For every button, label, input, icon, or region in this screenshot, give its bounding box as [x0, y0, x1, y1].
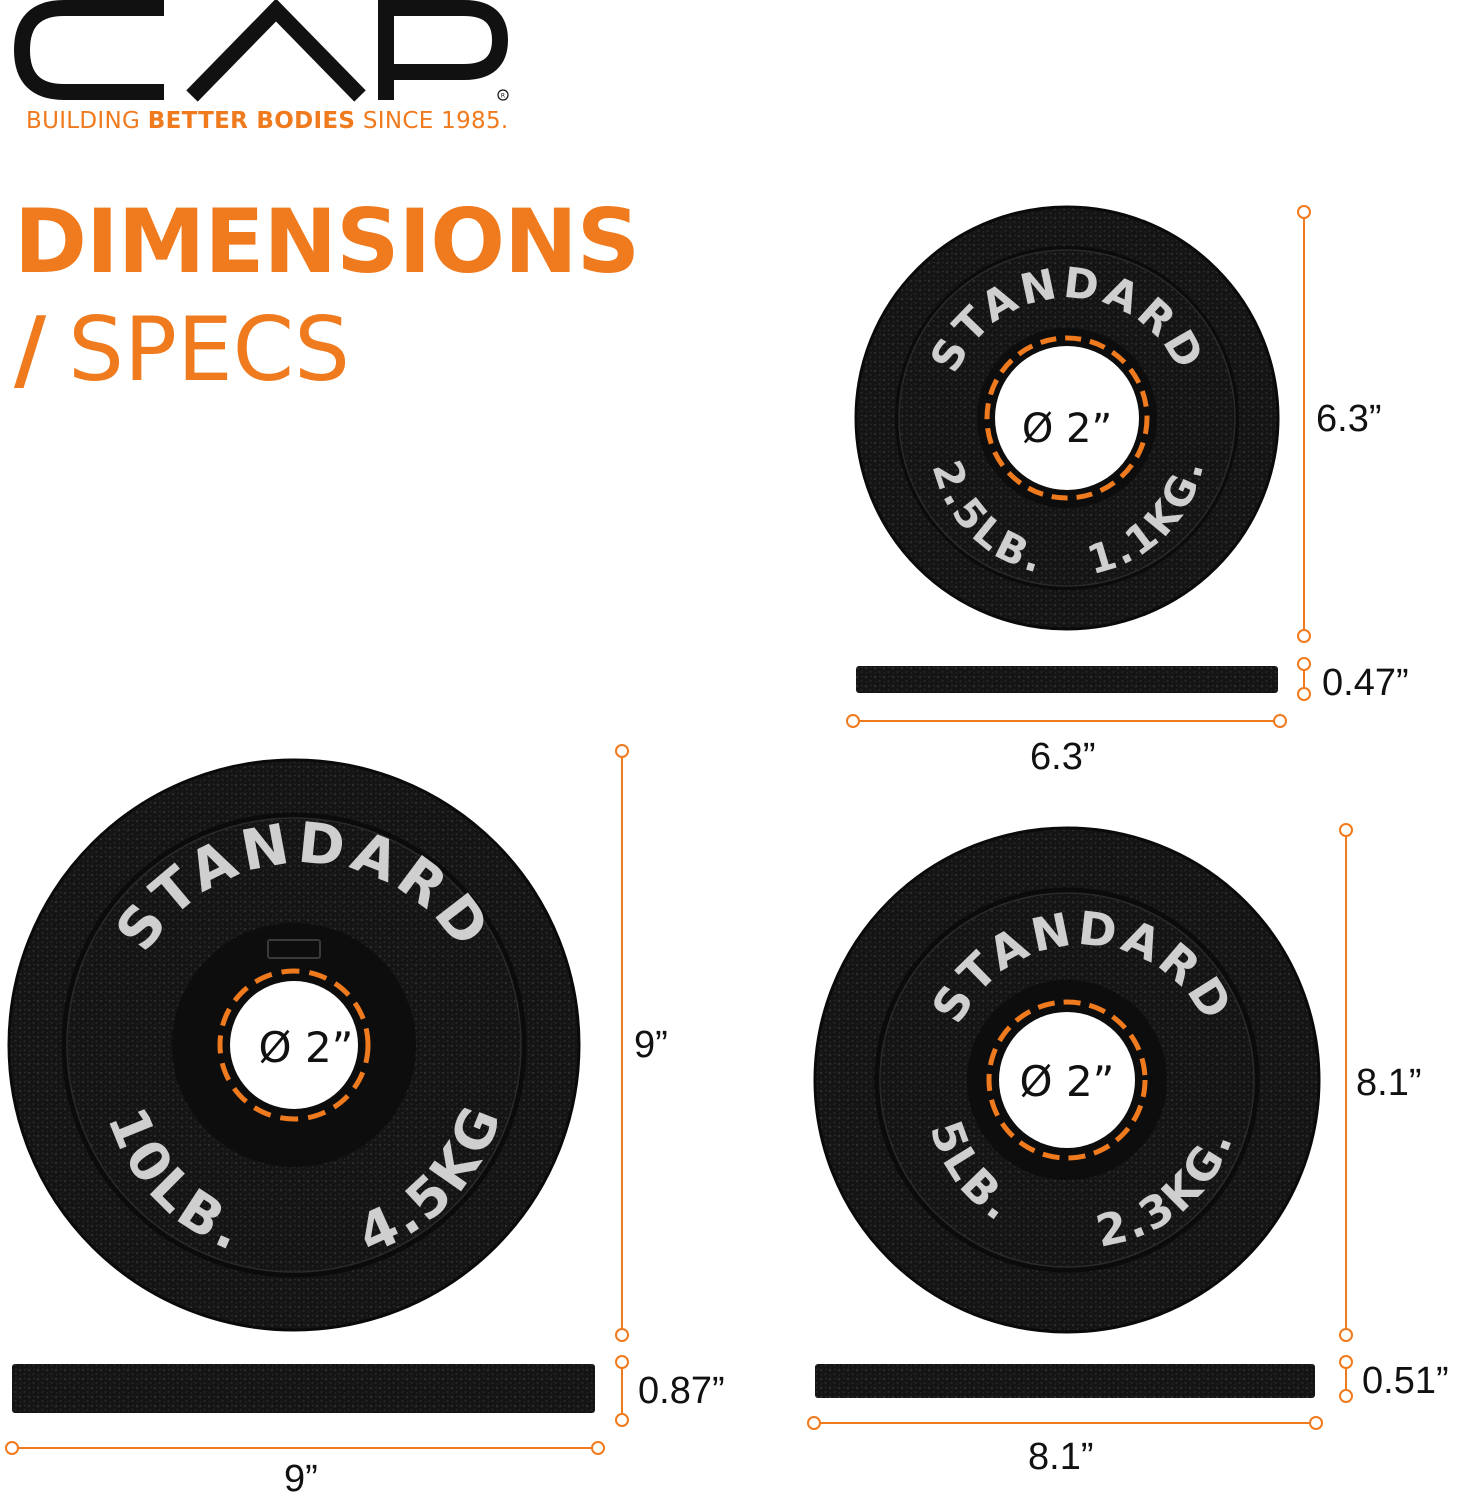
plate-small-thickness-label: 0.47” — [1322, 662, 1409, 704]
heading-dimensions: DIMENSIONS — [14, 190, 640, 293]
tagline: BUILDING BETTER BODIES SINCE 1985. — [26, 108, 509, 134]
heading-specs-text: SPECS — [68, 298, 350, 401]
heading-specs: /SPECS — [14, 306, 350, 394]
svg-text:R: R — [501, 93, 505, 100]
plate-medium-height-label: 8.1” — [1356, 1062, 1422, 1104]
tagline-part1: BUILDING — [26, 108, 148, 134]
plate-small-bore-label: Ø 2” — [1022, 406, 1112, 452]
plate-small-dimension-lines — [846, 205, 1311, 728]
plate-small-width-label: 6.3” — [1030, 736, 1096, 778]
plate-small-side — [856, 666, 1278, 693]
plate-medium-side — [815, 1364, 1315, 1398]
plate-medium-width-label: 8.1” — [1028, 1436, 1094, 1478]
plate-medium-dimension-lines — [807, 823, 1353, 1430]
plate-large-bore-label: Ø 2” — [259, 1023, 354, 1072]
heading-slash: / — [14, 298, 47, 401]
cap-small-logo-icon — [267, 939, 321, 959]
plate-large-width-label: 9” — [284, 1458, 318, 1500]
plate-large-bore — [230, 981, 358, 1109]
plate-small-bore — [995, 346, 1139, 490]
registered-icon — [497, 89, 509, 101]
plate-medium: STANDARD 5LB. 2.3KG. Ø 2” — [813, 826, 1321, 1334]
plate-medium-bore — [999, 1012, 1135, 1148]
plate-large: STANDARD 10LB. 4.5KG Ø 2” — [7, 758, 581, 1332]
plate-large-side — [12, 1364, 595, 1413]
tagline-part2: BETTER BODIES — [147, 108, 356, 134]
plate-large-dimension-lines — [5, 744, 629, 1455]
cap-logo-mark: R — [14, 0, 509, 102]
cap-logo: R BUILDING BETTER BODIES SINCE 1985. — [14, 0, 514, 140]
plate-large-thickness-label: 0.87” — [638, 1370, 725, 1412]
tagline-part3: SINCE 1985. — [355, 108, 509, 134]
plate-large-height-label: 9” — [634, 1024, 668, 1066]
plate-medium-bore-label: Ø 2” — [1020, 1057, 1115, 1106]
plate-small: STANDARD 2.5LB. 1.1KG. Ø 2” — [854, 205, 1280, 631]
plate-small-height-label: 6.3” — [1316, 398, 1382, 440]
plate-medium-thickness-label: 0.51” — [1362, 1360, 1449, 1402]
